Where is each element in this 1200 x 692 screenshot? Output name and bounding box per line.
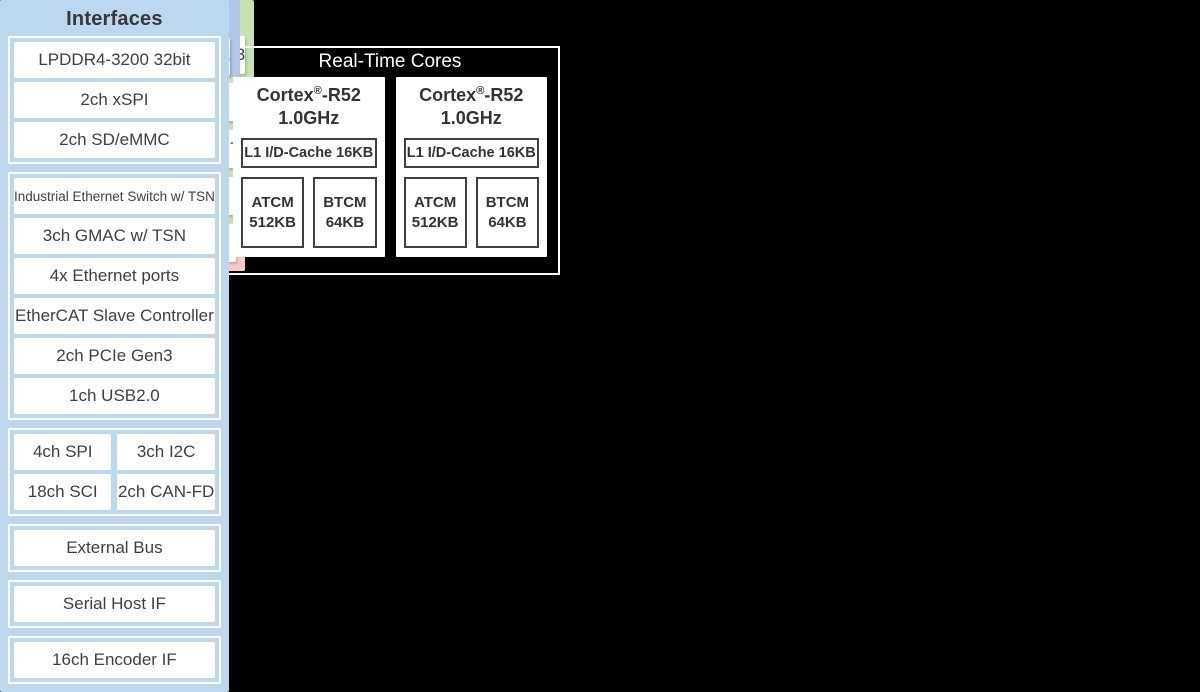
interfaces-memory-group: LPDDR4-3200 32bit 2ch xSPI 2ch SD/eMMC (8, 36, 221, 164)
registered-mark: ® (476, 85, 485, 97)
interface-can-fd: 2ch CAN-FD (117, 474, 215, 510)
interface-ethercat: EtherCAT Slave Controller (14, 298, 215, 334)
cortex-r52-box-2: Cortex®-R52 1.0GHz L1 I/D-Cache 16KB ATC… (395, 77, 547, 257)
interfaces-network-group: Industrial Ethernet Switch w/ TSN 3ch GM… (8, 172, 221, 420)
r52-l1-cache-1: L1 I/D-Cache 16KB (241, 138, 377, 168)
cortex-r52-box-1: Cortex®-R52 1.0GHz L1 I/D-Cache 16KB ATC… (233, 77, 385, 257)
cortex-r52-freq-2: 1.0GHz (440, 107, 502, 128)
interface-serial-host-group: Serial Host IF (8, 580, 221, 628)
interface-encoder-group: 16ch Encoder IF (8, 636, 221, 684)
r52-l1-cache-2: L1 I/D-Cache 16KB (403, 138, 539, 168)
cortex-r52-name-1: Cortex®-R52 1.0GHz (241, 84, 377, 129)
interface-lpddr4: LPDDR4-3200 32bit (14, 42, 215, 78)
r52-tcm-row-2: ATCM 512KB BTCM 64KB (403, 177, 539, 248)
interface-usb: 1ch USB2.0 (14, 378, 215, 414)
r52-atcm-2: ATCM 512KB (403, 177, 467, 248)
r52-atcm-1: ATCM 512KB (241, 177, 305, 248)
interface-industrial-ethernet-switch: Industrial Ethernet Switch w/ TSN (14, 178, 215, 214)
r52-btcm-1: BTCM 64KB (313, 177, 377, 248)
interfaces-title: Interfaces (66, 8, 163, 30)
interface-external-bus-group: External Bus (8, 524, 221, 572)
real-time-cores-subblock: Real-Time Cores Cortex®-R52 1.0GHz L1 I/… (220, 46, 560, 275)
cortex-r52-freq-1: 1.0GHz (278, 107, 340, 128)
interface-i2c: 3ch I2C (117, 434, 215, 470)
interface-serial-host: Serial Host IF (14, 586, 215, 622)
interfaces-block: Interfaces LPDDR4-3200 32bit 2ch xSPI 2c… (0, 0, 229, 692)
interface-sd-emmc: 2ch SD/eMMC (14, 122, 215, 158)
cortex-r52-name-2: Cortex®-R52 1.0GHz (404, 84, 540, 129)
r52-core-pair: Cortex®-R52 1.0GHz L1 I/D-Cache 16KB ATC… (233, 77, 547, 257)
interface-spi: 4ch SPI (14, 434, 112, 470)
interface-xspi: 2ch xSPI (14, 82, 215, 118)
interface-pcie: 2ch PCIe Gen3 (14, 338, 215, 374)
interface-encoder: 16ch Encoder IF (14, 642, 215, 678)
interface-external-bus: External Bus (14, 530, 215, 566)
registered-mark: ® (313, 85, 322, 97)
interface-gmac: 3ch GMAC w/ TSN (14, 218, 215, 254)
interfaces-serial-group: 4ch SPI 3ch I2C 18ch SCI 2ch CAN-FD (8, 428, 221, 516)
real-time-cores-title: Real-Time Cores (318, 51, 462, 72)
r52-btcm-2: BTCM 64KB (475, 177, 539, 248)
interface-sci: 18ch SCI (14, 474, 112, 510)
r52-tcm-row-1: ATCM 512KB BTCM 64KB (241, 177, 377, 248)
interface-ethernet-ports: 4x Ethernet ports (14, 258, 215, 294)
